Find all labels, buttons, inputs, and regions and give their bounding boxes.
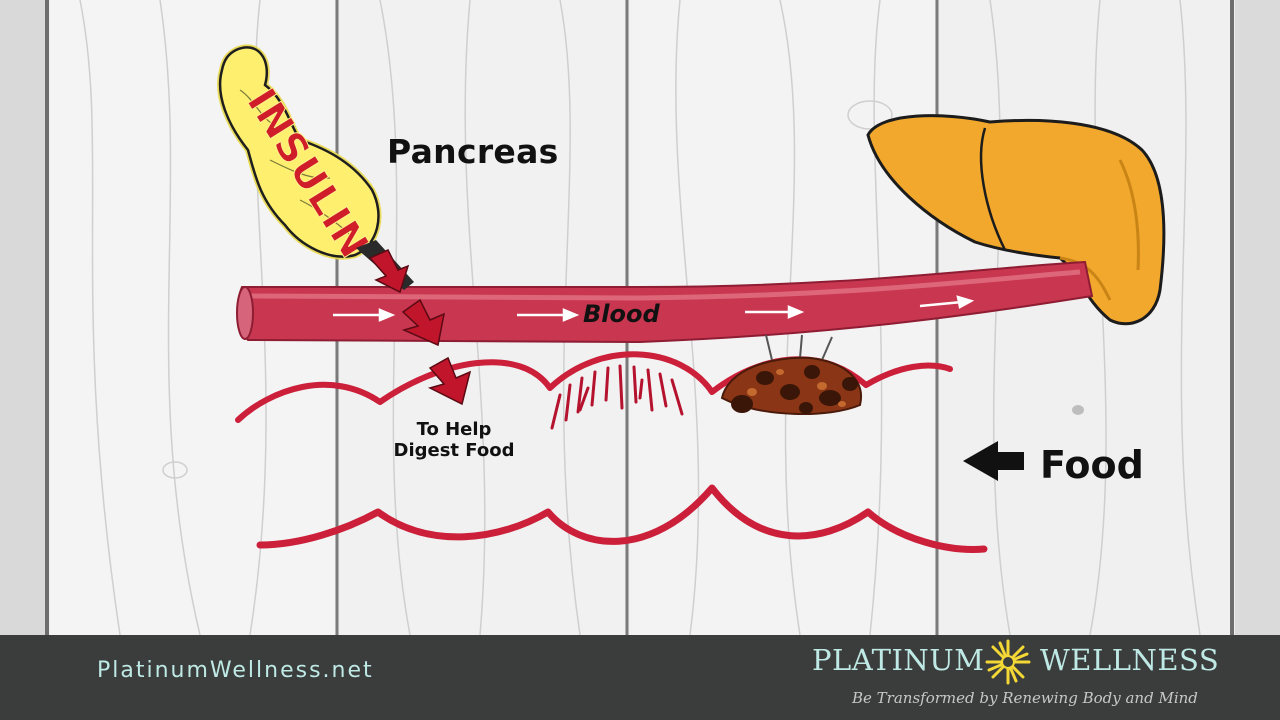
diagram-canvas: INSULIN: [0, 0, 1280, 635]
food-particles: [720, 334, 862, 416]
digest-food-label: To Help Digest Food: [393, 419, 515, 461]
liver: [866, 114, 1166, 326]
villi: [550, 364, 684, 430]
blood-label: Blood: [583, 300, 660, 328]
site-url: PlatinumWellness.net: [97, 658, 374, 683]
diagram-area: INSULIN Pancreas Blood To Help Digest Fo…: [0, 0, 1280, 635]
flower-logo-icon: [985, 639, 1031, 685]
food-arrow-icon: [963, 441, 1024, 481]
footer-bar: [0, 635, 1280, 720]
insulin-arrow-icon: [368, 249, 472, 406]
brand-name-left: PLATINUM: [812, 643, 985, 677]
intestine: [235, 351, 988, 553]
brand-tagline: Be Transformed by Renewing Body and Mind: [852, 689, 1198, 707]
pancreas-label: Pancreas: [387, 132, 559, 171]
blood-vessel: [236, 260, 1094, 344]
brand-name-right: WELLNESS: [1040, 643, 1220, 677]
food-label: Food: [1040, 443, 1144, 487]
